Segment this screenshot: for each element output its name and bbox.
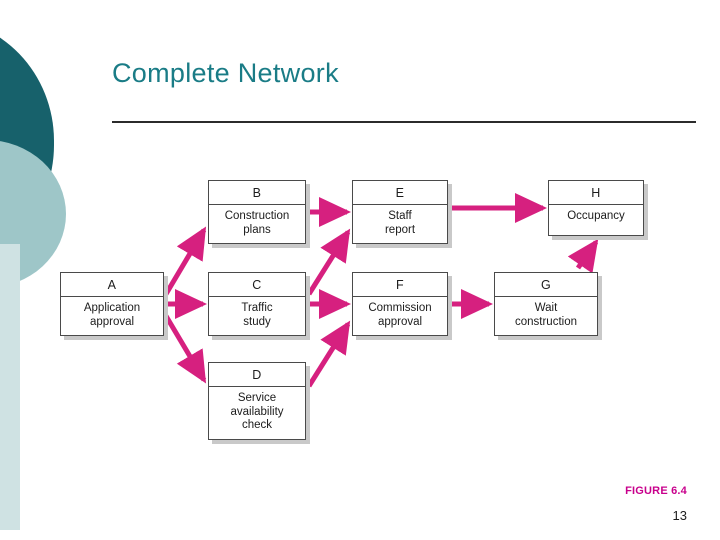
node-g-id: G: [540, 278, 552, 292]
node-c-label: Traffic study: [241, 302, 273, 328]
node-a-separator: [61, 296, 163, 297]
edge-a-b: [163, 226, 207, 296]
node-c-id: C: [252, 278, 262, 292]
edge-a-d: [163, 314, 207, 384]
node-h-label: Occupancy: [567, 210, 625, 222]
node-b-id: B: [252, 186, 262, 200]
node-h-id: H: [591, 186, 601, 200]
decoration-pale-band: [0, 244, 20, 530]
node-c[interactable]: C Traffic study: [208, 272, 306, 336]
node-b-label: Construction plans: [224, 210, 290, 236]
node-c-separator: [209, 296, 305, 297]
node-h-separator: [549, 204, 643, 205]
edge-g-h: [567, 238, 599, 274]
page-number: 13: [672, 508, 687, 523]
network-diagram: A Application approval B Construction pl…: [0, 150, 720, 480]
edge-d-f: [306, 320, 351, 388]
node-f[interactable]: F Commission approval: [352, 272, 448, 336]
node-a-id: A: [107, 278, 117, 292]
node-b-separator: [209, 204, 305, 205]
node-a[interactable]: A Application approval: [60, 272, 164, 336]
node-b[interactable]: B Construction plans: [208, 180, 306, 244]
node-f-label: Commission approval: [368, 302, 432, 328]
node-f-id: F: [395, 278, 405, 292]
node-f-separator: [353, 296, 447, 297]
title-divider: [112, 121, 696, 123]
node-d[interactable]: D Service availability check: [208, 362, 306, 440]
node-g-label: Wait construction: [514, 302, 577, 328]
node-g-separator: [495, 296, 597, 297]
node-e[interactable]: E Staff report: [352, 180, 448, 244]
diagram-arrows-layer: [163, 193, 599, 388]
node-e-label: Staff report: [384, 210, 416, 236]
node-d-separator: [209, 386, 305, 387]
node-e-id: E: [395, 186, 405, 200]
figure-label: FIGURE 6.4: [625, 485, 687, 497]
page-title: Complete Network: [112, 58, 339, 88]
node-h[interactable]: H Occupancy: [548, 180, 644, 236]
node-e-separator: [353, 204, 447, 205]
node-a-label: Application approval: [83, 302, 141, 328]
node-d-id: D: [252, 368, 262, 382]
node-d-label: Service availability check: [230, 392, 284, 431]
node-g[interactable]: G Wait construction: [494, 272, 598, 336]
edge-c-e: [306, 228, 351, 296]
